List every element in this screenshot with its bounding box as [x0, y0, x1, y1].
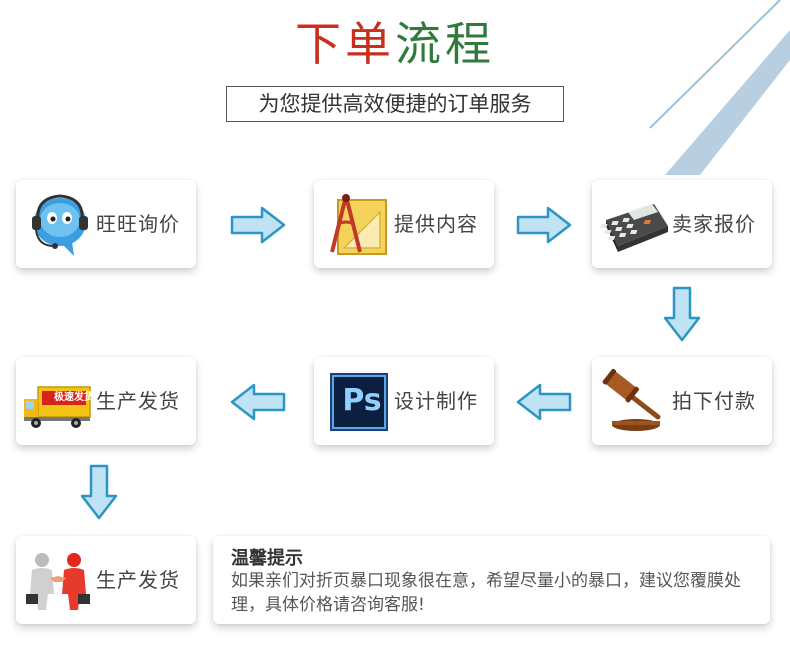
step-label: 提供内容 — [394, 180, 478, 268]
step-card-content: 提供内容 — [314, 180, 494, 268]
title-part-green: 流程 — [395, 14, 495, 74]
step-card-design: Ps 设计制作 — [314, 357, 494, 445]
step-label: 拍下付款 — [672, 357, 756, 445]
step-card-payment: 拍下付款 — [592, 357, 772, 445]
truck-banner-text: 极速发货 — [52, 391, 96, 405]
photoshop-icon-text: Ps — [334, 383, 390, 418]
arrow-down-icon — [80, 464, 118, 520]
notice-card: 温馨提示 如果亲们对折页暴口现象很在意，希望尽量小的暴口，建议您覆膜处理，具体价… — [213, 536, 770, 624]
gavel-icon — [598, 367, 670, 435]
step-label: 设计制作 — [394, 357, 478, 445]
title-part-red: 下单 — [295, 14, 395, 74]
step-label: 生产发货 — [96, 357, 180, 445]
notice-text: 如果亲们对折页暴口现象很在意，希望尽量小的暴口，建议您覆膜处理，具体价格请咨询客… — [231, 569, 761, 617]
page-title: 下单流程 — [0, 14, 790, 74]
arrow-right-icon — [516, 206, 572, 244]
step-card-shipping: 极速发货 生产发货 — [16, 357, 196, 445]
page-subtitle: 为您提供高效便捷的订单服务 — [226, 86, 564, 122]
arrow-left-icon — [516, 383, 572, 421]
step-label: 旺旺询价 — [96, 180, 180, 268]
arrow-left-icon — [230, 383, 286, 421]
arrow-down-icon — [663, 286, 701, 342]
notice-title: 温馨提示 — [231, 544, 303, 570]
step-card-quote: 卖家报价 — [592, 180, 772, 268]
step-card-inquiry: 旺旺询价 — [16, 180, 196, 268]
handshake-icon — [22, 546, 94, 614]
drafting-tools-icon — [320, 190, 392, 258]
step-card-delivery: 生产发货 — [16, 536, 196, 624]
step-label: 生产发货 — [96, 536, 180, 624]
arrow-right-icon — [230, 206, 286, 244]
chat-mascot-icon — [22, 190, 94, 258]
step-label: 卖家报价 — [672, 180, 756, 268]
calculator-icon — [598, 190, 670, 258]
